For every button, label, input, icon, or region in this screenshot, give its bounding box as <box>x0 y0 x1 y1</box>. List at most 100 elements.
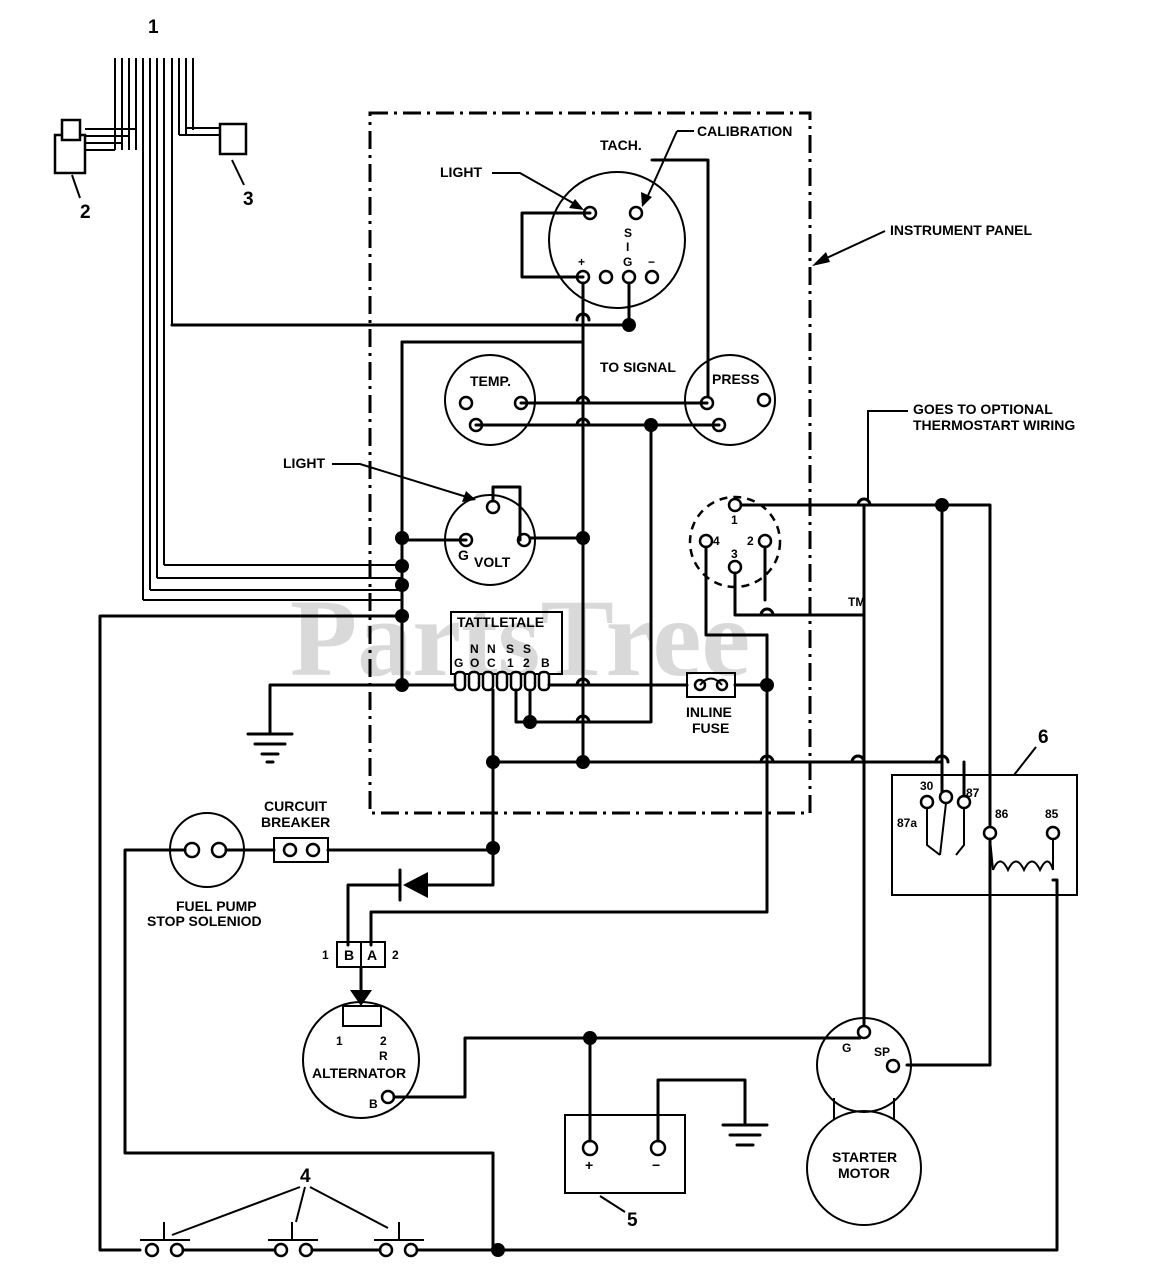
callout-4-leaders <box>171 1186 389 1236</box>
junction-dot <box>622 318 636 332</box>
key-3-wire <box>733 503 866 617</box>
starter-motor <box>806 1110 922 1226</box>
tach-g: G <box>623 255 632 269</box>
light-tach-leader <box>492 172 581 208</box>
arrow-head-icon <box>569 199 584 210</box>
press-label: PRESS <box>712 371 759 387</box>
relay-85-to-switches-wire <box>500 878 1059 1252</box>
wire-hop <box>856 497 872 507</box>
relay-30: 30 <box>920 779 934 793</box>
harness-wires <box>80 58 220 600</box>
tattle-top-2: N <box>487 642 496 656</box>
calibration-arrow <box>645 130 678 201</box>
arrow-head-icon <box>462 491 476 502</box>
callout-5-leader <box>599 1195 626 1213</box>
volt-light-loop <box>491 485 522 542</box>
alt-conn-1: 1 <box>322 948 329 962</box>
tattletale-label: TATTLETALE <box>457 614 544 630</box>
curcuit-label-2: BREAKER <box>261 814 330 830</box>
key-2: 2 <box>747 534 754 548</box>
to-signal-label: TO SIGNAL <box>600 359 676 375</box>
battery <box>564 1114 686 1194</box>
starter-g: G <box>842 1041 851 1055</box>
instrument-panel-leader <box>817 230 886 263</box>
tattle-ground-wire <box>268 683 457 734</box>
battery-plus: + <box>585 1157 593 1173</box>
fuel-pump-label-1: FUEL PUMP <box>176 898 257 914</box>
key-4-wire <box>704 545 769 637</box>
starter-solenoid <box>816 1017 912 1113</box>
alt-b-wire <box>392 1036 862 1099</box>
junction-dot <box>395 531 409 545</box>
alt-r: R <box>379 1049 388 1063</box>
light-label-volt: LIGHT <box>283 455 325 471</box>
volt-g: G <box>458 547 469 563</box>
diode-wire-right <box>426 846 495 887</box>
starter-bracket <box>833 1098 895 1120</box>
pump-return-wire <box>123 848 495 1252</box>
calibration-label: CALIBRATION <box>697 123 792 139</box>
relay-85: 85 <box>1045 807 1059 821</box>
ground-icon <box>721 1123 769 1147</box>
alternator-label: ALTERNATOR <box>312 1065 406 1081</box>
tachometer-gauge <box>548 171 686 309</box>
tattle-top-1: N <box>470 642 479 656</box>
inline-fuse-label-1: INLINE <box>686 704 732 720</box>
tach-minus: − <box>648 255 655 269</box>
alt-conn-a: A <box>367 947 377 963</box>
key-4: 4 <box>713 534 720 548</box>
tach-label: TACH. <box>600 137 642 153</box>
circuit-breaker <box>273 837 329 863</box>
curcuit-label-1: CURCUIT <box>264 798 327 814</box>
alt-conn-b: B <box>344 947 354 963</box>
battery-minus-wire <box>656 1078 747 1143</box>
alt-2: 2 <box>380 1034 387 1048</box>
diode-wire-left <box>346 883 402 947</box>
relay-86-to-starter-wire <box>905 837 992 1067</box>
tattle-mid-1: O <box>470 656 479 670</box>
thermostart-leader <box>867 410 908 500</box>
connector-2 <box>53 118 87 175</box>
diode-icon <box>398 868 428 902</box>
callout-2: 2 <box>80 202 91 223</box>
callout-5: 5 <box>627 1210 638 1231</box>
tattle-top-3: S <box>506 642 514 656</box>
junction-dot <box>576 755 590 769</box>
thermostart-label-2: THERMOSTART WIRING <box>913 417 1075 433</box>
callout-1: 1 <box>148 17 159 38</box>
alternator <box>302 1001 420 1119</box>
battery-minus: − <box>652 1157 660 1173</box>
wire-hop <box>759 607 775 617</box>
junction-dot <box>576 531 590 545</box>
tach-light-loop <box>520 211 592 279</box>
tattle-g: G <box>454 656 463 670</box>
starter-label-2: MOTOR <box>838 1165 890 1181</box>
temp-label: TEMP. <box>470 373 511 389</box>
wire-hops <box>575 312 591 724</box>
instrument-panel-label: INSTRUMENT PANEL <box>890 222 1033 238</box>
callout-6-leader <box>1013 746 1037 776</box>
watermark-tm: TM <box>848 595 865 609</box>
callout-2-leader <box>71 174 81 199</box>
junction-dot <box>395 578 409 592</box>
callout-3: 3 <box>243 189 254 210</box>
alt-conn-2: 2 <box>392 948 399 962</box>
tach-i: I <box>626 240 629 254</box>
instrument-panel-box <box>368 111 812 815</box>
ground-icon <box>246 732 294 764</box>
inline-fuse-label-2: FUSE <box>692 720 729 736</box>
alt-1: 1 <box>336 1034 343 1048</box>
tattle-top-4: S <box>523 642 531 656</box>
tattle-mid-4: 2 <box>523 656 530 670</box>
volt-label: VOLT <box>474 554 511 570</box>
outer-loop-wire <box>98 614 404 1252</box>
tattle-b: B <box>541 656 550 670</box>
relay-86: 86 <box>995 807 1009 821</box>
callout-6: 6 <box>1038 727 1049 748</box>
press-gauge <box>684 354 776 446</box>
temp-gauge <box>444 354 536 446</box>
relay-87: 87 <box>966 786 980 800</box>
light-volt-leader <box>332 463 471 499</box>
callout-4: 4 <box>300 1166 311 1187</box>
